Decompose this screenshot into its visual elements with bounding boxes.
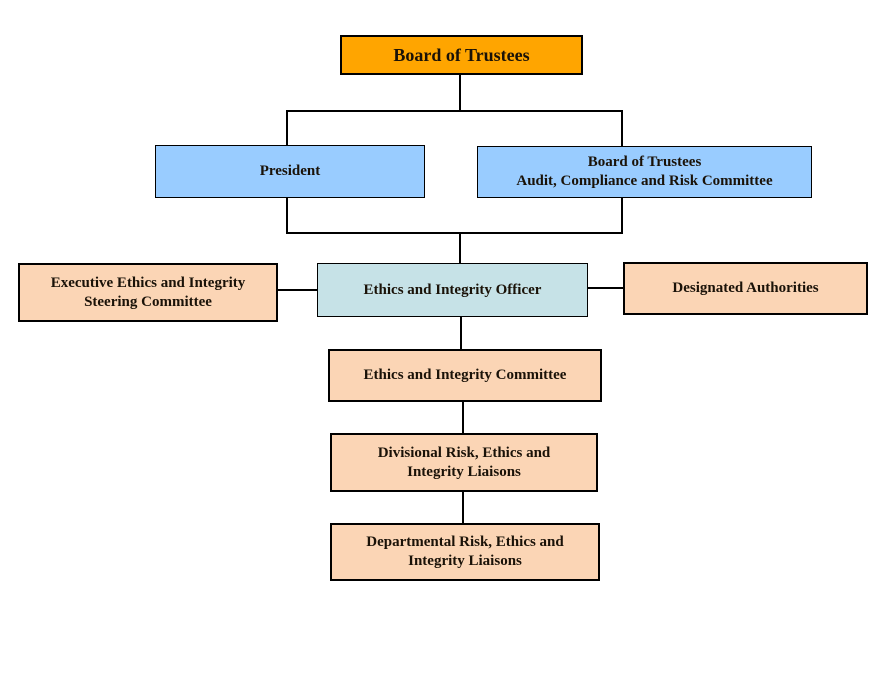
node-president: President	[155, 145, 425, 198]
connector-steering-officer	[277, 289, 318, 291]
node-designated-authorities: Designated Authorities	[623, 262, 868, 315]
node-divisional-liaisons: Divisional Risk, Ethics and Integrity Li…	[330, 433, 598, 492]
node-label-line2: Steering Committee	[84, 293, 212, 310]
connector-to-audit	[621, 110, 623, 147]
node-label-line2: Integrity Liaisons	[408, 553, 522, 569]
connector-mid-horizontal	[286, 232, 623, 234]
node-ethics-integrity-committee: Ethics and Integrity Committee	[328, 349, 602, 402]
connector-top-horizontal	[286, 110, 623, 112]
connector-committee-divisional	[462, 402, 464, 434]
node-label: Designated Authorities	[672, 280, 819, 296]
node-label-line1: Board of Trustees	[587, 154, 702, 170]
node-label-line2: Audit, Compliance and Risk Committee	[516, 173, 773, 189]
node-label: Board of Trustees	[393, 45, 530, 65]
node-label-line1: Departmental Risk, Ethics and	[366, 534, 564, 550]
node-departmental-liaisons: Departmental Risk, Ethics and Integrity …	[330, 523, 600, 581]
node-label-line1: Executive Ethics and Integrity	[50, 274, 246, 291]
node-label: Ethics and Integrity Committee	[363, 367, 567, 383]
connector-board-down	[459, 74, 461, 112]
node-executive-steering-committee: Executive Ethics and Integrity Steering …	[18, 263, 278, 322]
node-audit-compliance-risk-committee: Board of Trustees Audit, Compliance and …	[477, 146, 812, 198]
node-label: President	[259, 163, 321, 179]
node-label-line1: Divisional Risk, Ethics and	[377, 444, 551, 461]
node-board-of-trustees: Board of Trustees	[340, 35, 583, 75]
connector-officer-committee	[460, 317, 462, 350]
connector-officer-designated	[587, 287, 624, 289]
node-label: Ethics and Integrity Officer	[363, 281, 542, 298]
connector-to-officer	[459, 232, 461, 264]
node-label-line2: Integrity Liaisons	[407, 463, 521, 480]
connector-divisional-departmental	[462, 492, 464, 524]
connector-to-president	[286, 110, 288, 146]
node-ethics-integrity-officer: Ethics and Integrity Officer	[317, 263, 588, 317]
connector-audit-down	[621, 198, 623, 234]
connector-president-down	[286, 198, 288, 234]
